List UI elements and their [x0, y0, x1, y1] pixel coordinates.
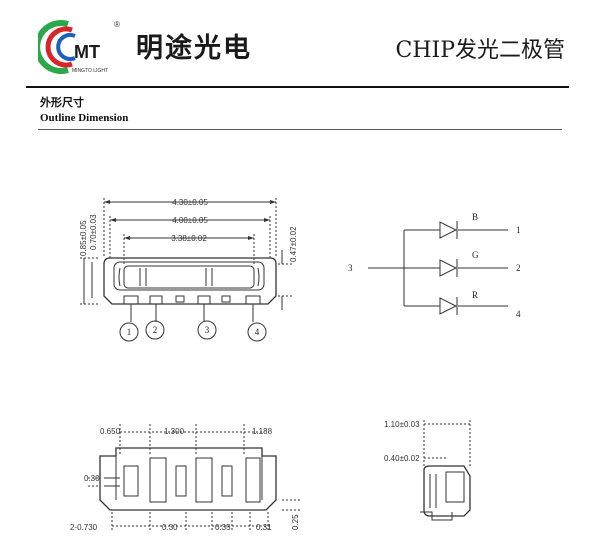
dim-overall-length: 4.30±0.05	[172, 198, 208, 207]
dim-left-h: 0.30	[84, 474, 100, 483]
section-title-en: Outline Dimension	[40, 112, 129, 124]
dim-bottom-d: 0.31	[256, 523, 272, 532]
dim-pad-c: 1.188	[252, 427, 273, 436]
schematic-common-pin: 3	[348, 263, 353, 273]
side-view-drawing	[420, 418, 471, 521]
company-logo: MT MINGTO LIGHT ®	[34, 18, 128, 76]
brand-name: 明途光电	[136, 33, 252, 64]
schematic-channel-g: G	[472, 250, 479, 260]
registered-mark: ®	[114, 20, 120, 29]
logo-mark-text: MT	[74, 42, 100, 62]
dim-bottom-h: 0.25	[291, 514, 300, 530]
dim-pad-a: 0.650	[100, 427, 121, 436]
schematic-pin-1: 1	[516, 225, 521, 235]
circuit-schematic	[368, 221, 508, 315]
schematic-pin-2: 2	[516, 263, 521, 273]
pin-label-2: 2	[153, 325, 158, 335]
dim-bottom-b: 0.30	[162, 523, 178, 532]
schematic-channel-b: B	[472, 212, 478, 222]
section-divider	[38, 129, 562, 130]
dim-side-lens: 0.40±0.02	[384, 454, 420, 463]
pin-label-1: 1	[127, 327, 132, 337]
dim-bottom-a: 2-0.730	[70, 523, 98, 532]
schematic-channel-r: R	[472, 290, 478, 300]
pin-label-3: 3	[205, 325, 210, 335]
dim-bottom-c: 0.35	[215, 523, 231, 532]
pin-label-4: 4	[255, 327, 260, 337]
dim-side: 0.47±0.02	[289, 226, 298, 262]
dim-inner-length: 4.00±0.05	[172, 216, 208, 225]
dim-side-width: 1.10±0.03	[384, 420, 420, 429]
schematic-pin-4: 4	[516, 309, 521, 319]
header-divider	[26, 86, 569, 88]
dim-height-total: 0.85±0.05	[79, 220, 88, 256]
top-view-arrows	[104, 200, 276, 240]
bottom-view-drawing	[88, 424, 300, 532]
logo-subtext: MINGTO LIGHT	[72, 68, 108, 74]
top-view-drawing	[80, 198, 292, 342]
document-title: CHIP发光二极管	[395, 38, 565, 63]
dim-pad-b: 1.300	[164, 427, 185, 436]
section-title-cn: 外形尺寸	[40, 96, 84, 109]
dim-window-length: 3.38±0.02	[171, 234, 207, 243]
logo-graphic: MT MINGTO LIGHT ®	[34, 20, 120, 74]
dim-height-body: 0.70±0.03	[89, 214, 98, 250]
